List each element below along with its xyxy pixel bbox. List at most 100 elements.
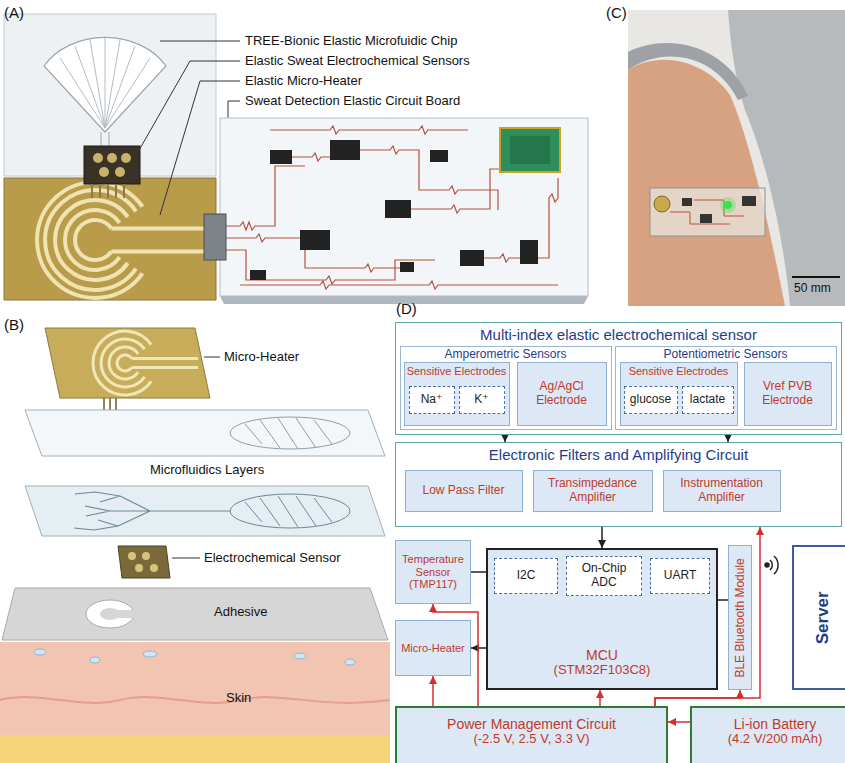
exploded-layers (245, 496, 332, 527)
leader-line (160, 41, 240, 42)
exploded-layers (0, 735, 390, 763)
box-text: Li-ion Battery (698, 716, 845, 732)
arm-photo (792, 276, 840, 278)
circuit-board (330, 140, 360, 160)
box-text: Temperature Sensor (399, 553, 467, 578)
micro-heater-plate (4, 178, 216, 300)
microfluidic-chip (44, 37, 166, 132)
function-box: Temperature Sensor(TMP117) (395, 540, 471, 604)
box-text: K⁺ (462, 393, 502, 407)
circuit-board (360, 146, 498, 210)
exploded-layers (150, 564, 158, 572)
sensor-chip (99, 167, 109, 177)
exploded-layers (204, 357, 220, 358)
exploded-layers (109, 347, 138, 379)
exploded-layers (345, 659, 355, 665)
power-line (432, 676, 434, 706)
box-text: Server (812, 547, 832, 688)
circuit-board (385, 200, 411, 218)
function-box: Low Pass Filter (405, 470, 523, 512)
exploded-layers (25, 410, 385, 456)
box-text: Multi-index elastic electrochemical sens… (400, 326, 837, 343)
exploded-layers (74, 492, 230, 530)
arm-photo (650, 188, 765, 236)
wireless-symbol (765, 556, 778, 574)
exploded-layers (101, 339, 145, 387)
box-text: Potentiometric Sensors (619, 348, 833, 362)
sensor-chip (84, 146, 140, 184)
exploded-layers (45, 328, 210, 398)
function-box: Instrumentation Amplifier (663, 470, 781, 512)
circuit-board (480, 178, 558, 262)
scale-label: 50 mm (794, 281, 831, 295)
box-text: Micro-Heater (399, 642, 467, 655)
micro-heater-plate (111, 229, 216, 252)
function-box: Micro-Heater (395, 620, 471, 676)
box-text: Amperometric Sensors (404, 348, 608, 362)
part-label: TREE-Bionic Elastic Microfuidic Chip (245, 33, 457, 48)
exploded-layers (104, 398, 116, 410)
function-box: Vref PVB Electrode (744, 362, 832, 426)
part-label: Micro-Heater (224, 349, 299, 364)
panel-letter: (D) (396, 300, 417, 317)
exploded-layers (25, 486, 385, 536)
dashed-box: On-Chip ADC (566, 556, 642, 596)
dashed-box: glucose (624, 386, 678, 414)
exploded-layers (90, 657, 100, 663)
arm-photo (628, 10, 845, 306)
sensor-chip (121, 153, 131, 163)
circuit-board (510, 136, 550, 164)
circuit-board (520, 240, 538, 264)
power-line (655, 690, 740, 706)
dashed-box: UART (650, 558, 710, 594)
circuit-board (292, 153, 336, 161)
power-line (668, 721, 690, 723)
box-text: Vref PVB Electrode (748, 380, 828, 408)
exploded-layers (118, 546, 170, 578)
exploded-layers (34, 649, 46, 655)
electrode-group-box: Sensitive Electrodesglucoselactate (620, 362, 738, 426)
part-label: Sweat Detection Elastic Circuit Board (245, 93, 460, 108)
sensor-group-box: Amperometric SensorsSensitive Electrodes… (400, 346, 612, 430)
part-label: Electrochemical Sensor (204, 550, 341, 565)
exploded-layers (294, 653, 306, 659)
microfluidic-chip (60, 38, 150, 128)
exploded-layers (143, 651, 157, 657)
circuit-board (300, 230, 330, 250)
exploded-layers (34, 649, 355, 665)
sensor-chip (93, 153, 103, 163)
exploded-layers (0, 642, 390, 763)
sensor-chip (115, 167, 125, 177)
box-text: (4.2 V/200 mAh) (698, 732, 845, 747)
box-text: Power Management Circuit (403, 716, 660, 732)
box-text: Transimpedance Amplifier (537, 477, 649, 505)
exploded-layers (230, 494, 350, 528)
circuit-board (250, 270, 266, 280)
arm-photo (682, 198, 692, 206)
circuit-board (411, 169, 500, 213)
part-label: Adhesive (214, 604, 267, 619)
micro-heater-plate (4, 178, 216, 300)
sensor-chip (92, 184, 124, 198)
power-line (599, 690, 601, 706)
circuit-board (204, 214, 226, 260)
micro-heater-plate (45, 190, 136, 290)
arm-photo (742, 196, 756, 206)
exploded-layers (142, 552, 150, 560)
box-text: (-2.5 V, 2.5 V, 3.3 V) (403, 732, 660, 747)
box-text: Instrumentation Amplifier (667, 477, 777, 505)
box-text: Sensitive Electrodes (622, 365, 736, 378)
box-text: (STM32F103C8) (492, 663, 712, 678)
signal-line (718, 599, 728, 601)
circuit-board (500, 128, 560, 172)
micro-heater-plate (55, 200, 128, 280)
scale-label: 50 mm (794, 281, 831, 295)
arm-photo (720, 197, 736, 213)
signal-line (601, 527, 603, 548)
micro-heater-plate (75, 220, 111, 260)
wireless-symbol (765, 563, 769, 567)
exploded-layers (135, 564, 143, 572)
exploded-layers (230, 417, 350, 449)
